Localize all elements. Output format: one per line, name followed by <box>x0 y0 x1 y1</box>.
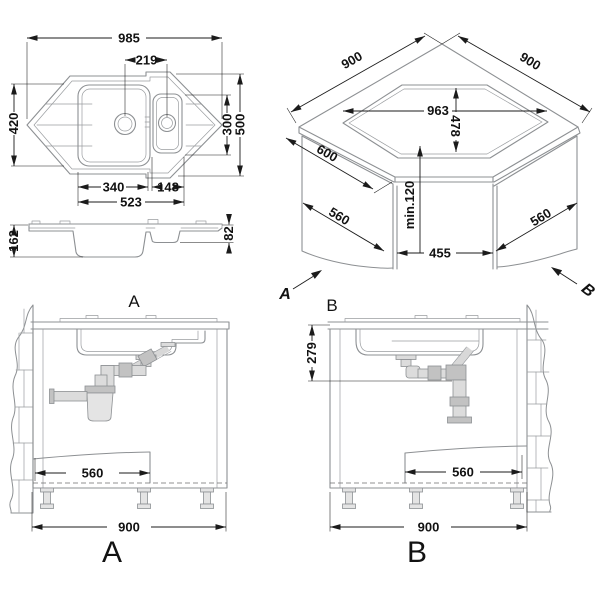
front-view-b: B <box>304 296 554 569</box>
view-a-bottom-label: A <box>102 536 122 569</box>
countertop-b <box>327 321 549 330</box>
front-view-a: A <box>9 292 230 569</box>
brick-joints <box>535 309 542 513</box>
bowl-section <box>76 328 206 356</box>
dim-panel-width-left: 560 <box>326 204 352 228</box>
view-marker-a: A <box>278 286 291 303</box>
sink-top-view: 985 219 420 300 500 340 148 523 <box>6 31 248 210</box>
dim-recess-width-b: 560 <box>452 465 474 480</box>
dim-half-bowl-width: 148 <box>157 180 179 195</box>
dim-recess-width-a: 560 <box>82 466 104 481</box>
dim-main-bowl-width: 340 <box>103 180 125 195</box>
dim-cabinet-width-a: 900 <box>118 520 140 535</box>
right-panel <box>492 135 578 270</box>
countertop <box>30 321 230 330</box>
dim-drain-spacing: 219 <box>136 53 158 68</box>
dim-trap-outlet-height: 279 <box>304 342 319 364</box>
arrow-b-icon <box>551 267 563 276</box>
dim-left-depth: 420 <box>6 113 21 135</box>
view-direction-a: A <box>278 270 322 303</box>
adjustable-feet-b <box>342 487 524 509</box>
view-b-top-label: B <box>326 296 337 315</box>
dim-bowls-width: 523 <box>120 195 142 210</box>
half-bowl <box>152 93 183 154</box>
section-profile <box>28 223 223 258</box>
dim-overall-width: 985 <box>118 31 140 46</box>
dim-main-bowl-depth: 162 <box>6 230 21 252</box>
view-a-top-label: A <box>128 292 140 311</box>
dim-cutout-width: 963 <box>427 103 449 118</box>
bottle-trap <box>86 392 114 422</box>
siphon-a <box>49 342 176 422</box>
dim-panel-width-right: 560 <box>528 205 554 229</box>
cabinet-a <box>32 328 228 489</box>
dim-bowl-zone-height: 300 <box>220 114 235 136</box>
adjustable-feet-a <box>40 487 214 509</box>
dim-min-clearance: min.120 <box>402 181 417 229</box>
cutout-hexagon <box>342 84 549 159</box>
dim-overall-depth: 500 <box>233 114 248 136</box>
drainboard-grooves-right <box>185 103 214 147</box>
dim-cabinet-width-b: 900 <box>418 520 440 535</box>
dim-worktop-edge-right: 900 <box>517 49 543 73</box>
siphon-b <box>395 346 474 424</box>
dim-half-bowl-depth: 82 <box>221 226 236 240</box>
view-direction-b: B <box>551 267 598 301</box>
dim-cutout-depth: 478 <box>448 115 463 137</box>
wall-right <box>526 304 554 513</box>
overflow-marks <box>144 116 151 128</box>
arrow-a-icon <box>311 270 322 279</box>
drainboard-grooves-left <box>36 103 93 147</box>
view-b-bottom-label: B <box>407 536 427 569</box>
bowl-section-b <box>355 328 484 356</box>
main-bowl <box>77 84 151 167</box>
half-drain <box>157 113 177 133</box>
brick-joints <box>18 308 25 513</box>
dim-worktop-edge-left: 900 <box>339 48 365 72</box>
sink-outline <box>26 71 223 179</box>
wall-left <box>9 304 34 514</box>
view-marker-b: B <box>578 280 598 301</box>
cabinet-b <box>329 328 528 489</box>
dim-front-opening: 455 <box>429 246 451 261</box>
corner-cabinet-view: 900 900 963 478 600 560 560 455 min.120 <box>278 32 598 303</box>
sink-side-section: 162 82 <box>6 214 236 258</box>
